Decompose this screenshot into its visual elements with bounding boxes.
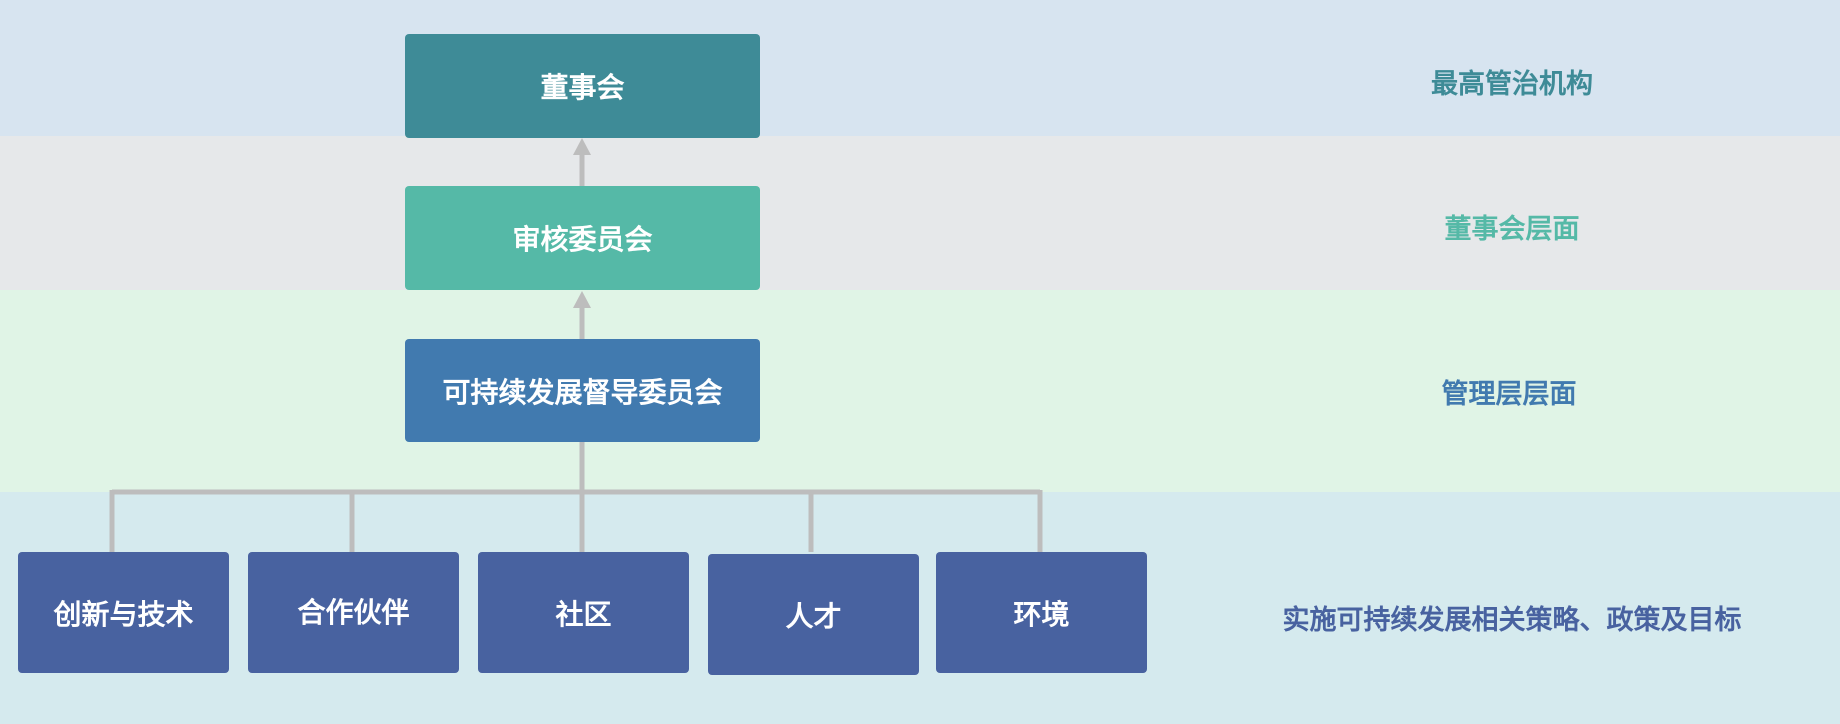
focus-area-box: 社区: [478, 552, 689, 673]
focus-area-label: 合作伙伴: [297, 595, 410, 629]
level-label-board: 董事会层面: [1444, 214, 1580, 245]
band-board-level: [0, 136, 1840, 290]
arrowhead-to-board: [573, 138, 591, 155]
focus-area-label: 人才: [785, 599, 842, 633]
audit-committee-box: 审核委员会: [405, 186, 760, 290]
level-label-implementation: 实施可持续发展相关策略、政策及目标: [1282, 605, 1742, 636]
focus-area-label: 环境: [1013, 597, 1070, 631]
audit-committee-label: 审核委员会: [512, 223, 653, 256]
focus-area-box: 人才: [708, 554, 919, 675]
steering-committee-box: 可持续发展督导委员会: [405, 339, 760, 442]
focus-area-box: 环境: [936, 552, 1147, 673]
level-label-top-governance: 最高管治机构: [1431, 69, 1593, 100]
board-label: 董事会: [540, 71, 625, 104]
steering-committee-label: 可持续发展督导委员会: [442, 375, 723, 409]
focus-area-box: 合作伙伴: [248, 552, 459, 673]
band-management-level: [0, 290, 1840, 492]
focus-area-box: 创新与技术: [18, 552, 229, 673]
band-top-governance: [0, 0, 1840, 136]
level-label-management: 管理层层面: [1441, 379, 1577, 410]
focus-area-label: 社区: [555, 597, 612, 631]
arrowhead-to-audit: [573, 291, 591, 308]
board-box: 董事会: [405, 34, 760, 138]
focus-area-label: 创新与技术: [53, 597, 194, 631]
